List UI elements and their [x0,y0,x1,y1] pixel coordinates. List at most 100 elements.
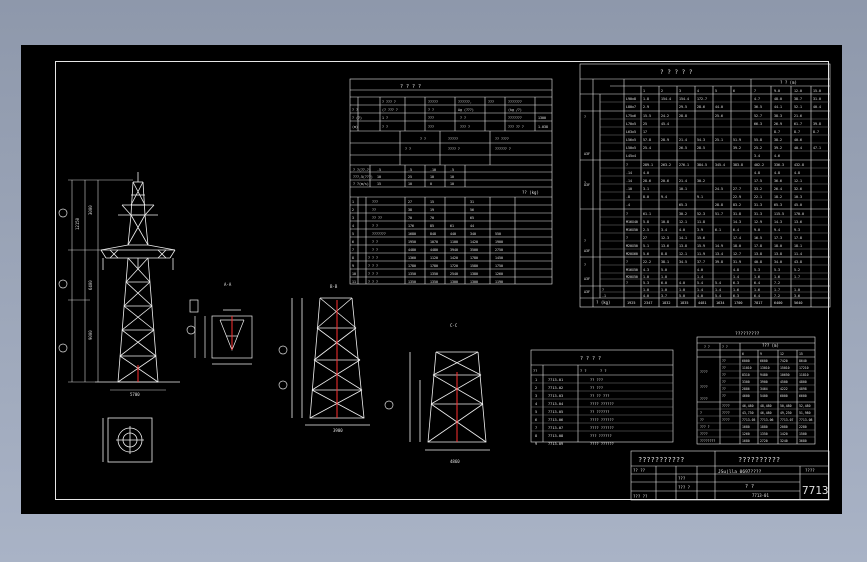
svg-text:?: ? [626,260,628,264]
svg-text:?: ? [700,411,702,415]
svg-text:61.1: 61.1 [643,212,651,216]
svg-text:??: ?? [722,394,726,398]
svg-text:6.3: 6.3 [733,281,739,285]
svg-text:3500: 3500 [470,248,478,252]
svg-text:13.6: 13.6 [794,220,802,224]
section-view-c [409,351,490,451]
title-block-header-right: ?????????? [738,456,780,464]
svg-text:5.6: 5.6 [643,252,649,256]
svg-text:1300: 1300 [538,116,546,120]
svg-text:4.0: 4.0 [697,294,703,298]
svg-text:28.8: 28.8 [679,114,687,118]
svg-text:6.4: 6.4 [754,294,760,298]
svg-text:1350: 1350 [760,432,768,436]
svg-text:7: 7 [754,89,756,93]
svg-text:6: 6 [742,352,744,356]
svg-text:52.7: 52.7 [754,114,762,118]
svg-text:4.0: 4.0 [643,171,649,175]
svg-text:3: 3 [679,89,681,93]
svg-text:383.8: 383.8 [733,163,743,167]
svg-text:2.5: 2.5 [643,228,649,232]
svg-text:48,480: 48,480 [760,404,772,408]
svg-text:12.1: 12.1 [794,179,802,183]
svg-text:7713-05: 7713-05 [742,418,756,422]
svg-text:26.9: 26.9 [774,122,782,126]
svg-text:1: 1 [643,89,645,93]
svg-text:1750: 1750 [495,264,503,268]
svg-text:2720: 2720 [760,439,768,443]
parts-cell: 7713-08 [548,434,563,438]
svg-text:11: 11 [352,280,356,284]
svg-text:1580: 1580 [470,264,478,268]
svg-text:36.6: 36.6 [774,179,782,183]
svg-text:176: 176 [408,224,414,228]
svg-text:? ??? ?: ? ??? ? [382,100,396,104]
svg-text:????: ???? [700,397,708,401]
svg-text:1.6: 1.6 [733,288,739,292]
svg-text:154.4: 154.4 [661,97,671,101]
svg-text:7420: 7420 [780,359,788,363]
svg-text:15.0: 15.0 [813,89,821,93]
svg-text:?: ? [602,288,604,292]
svg-text:12: 12 [780,352,784,356]
svg-text:8: 8 [352,256,354,260]
svg-text:20.6: 20.6 [661,179,669,183]
svg-text:1.7: 1.7 [774,288,780,292]
svg-text:1.0: 1.0 [661,275,667,279]
height-table-unit: ? ? (m) [780,80,797,85]
svg-text:2: 2 [352,208,354,212]
svg-text:? ? ?: ? ? ? [368,280,378,284]
svg-text:7817: 7817 [754,301,762,305]
svg-text:11810: 11810 [799,373,809,377]
drawing-canvas[interactable] [21,45,842,514]
svg-text:70: 70 [408,216,412,220]
svg-text:1.7: 1.7 [794,275,800,279]
svg-text:1.0: 1.0 [643,275,649,279]
svg-text:1100: 1100 [450,240,458,244]
svg-text:4.0: 4.0 [679,281,685,285]
parts-table-title: ? ? ? ? [580,356,601,362]
svg-text:336.3: 336.3 [774,163,784,167]
svg-text:9.0: 9.0 [774,89,780,93]
svg-text:2280: 2280 [799,425,807,429]
elevation-table-unit: ??? (m) [762,343,779,348]
svg-text:????: ???? [722,418,730,422]
svg-text:1.8: 1.8 [643,97,649,101]
svg-text:Ag (???): Ag (???) [458,108,474,112]
svg-text:6600: 6600 [799,394,807,398]
svg-text:3300: 3300 [742,380,750,384]
svg-text:1260: 1260 [742,432,750,436]
svg-text:8.0: 8.0 [643,195,649,199]
svg-text:1350: 1350 [430,272,438,276]
svg-text:15.6: 15.6 [697,236,705,240]
svg-text:4: 4 [697,89,699,93]
svg-text:???: ??? [428,125,434,129]
height-table-footer-label: ? (kg) [596,300,610,305]
svg-text:? ? ?: ? ? ? [368,256,378,260]
svg-text:13.4: 13.4 [715,252,723,256]
svg-text:3464: 3464 [760,387,768,391]
svg-text:-4: -4 [626,203,630,207]
svg-text:???: ??? [678,476,686,481]
svg-text:17.4: 17.4 [733,236,741,240]
svg-text:38.1: 38.1 [661,260,669,264]
svg-text:18.2: 18.2 [774,195,782,199]
svg-text:4800: 4800 [799,380,807,384]
svg-text:L63x5: L63x5 [626,130,636,134]
svg-text:1835: 1835 [680,301,688,305]
svg-text:1700: 1700 [734,301,742,305]
svg-text:? ?: ? ? [428,108,434,112]
svg-text:65.3: 65.3 [679,203,687,207]
svg-text:550: 550 [495,232,501,236]
svg-text:14.3: 14.3 [733,220,741,224]
svg-text:26.5: 26.5 [679,146,687,150]
parts-cell: 4 [535,402,537,406]
svg-text:2750: 2750 [495,248,503,252]
svg-text:115.5: 115.5 [774,212,784,216]
svg-text:M20X50: M20X50 [626,275,638,279]
parts-cell: 5 [535,410,537,414]
svg-text:???: ??? [428,116,434,120]
svg-text:6: 6 [352,240,354,244]
svg-text:1.0: 1.0 [643,288,649,292]
svg-text:3.4: 3.4 [661,228,667,232]
